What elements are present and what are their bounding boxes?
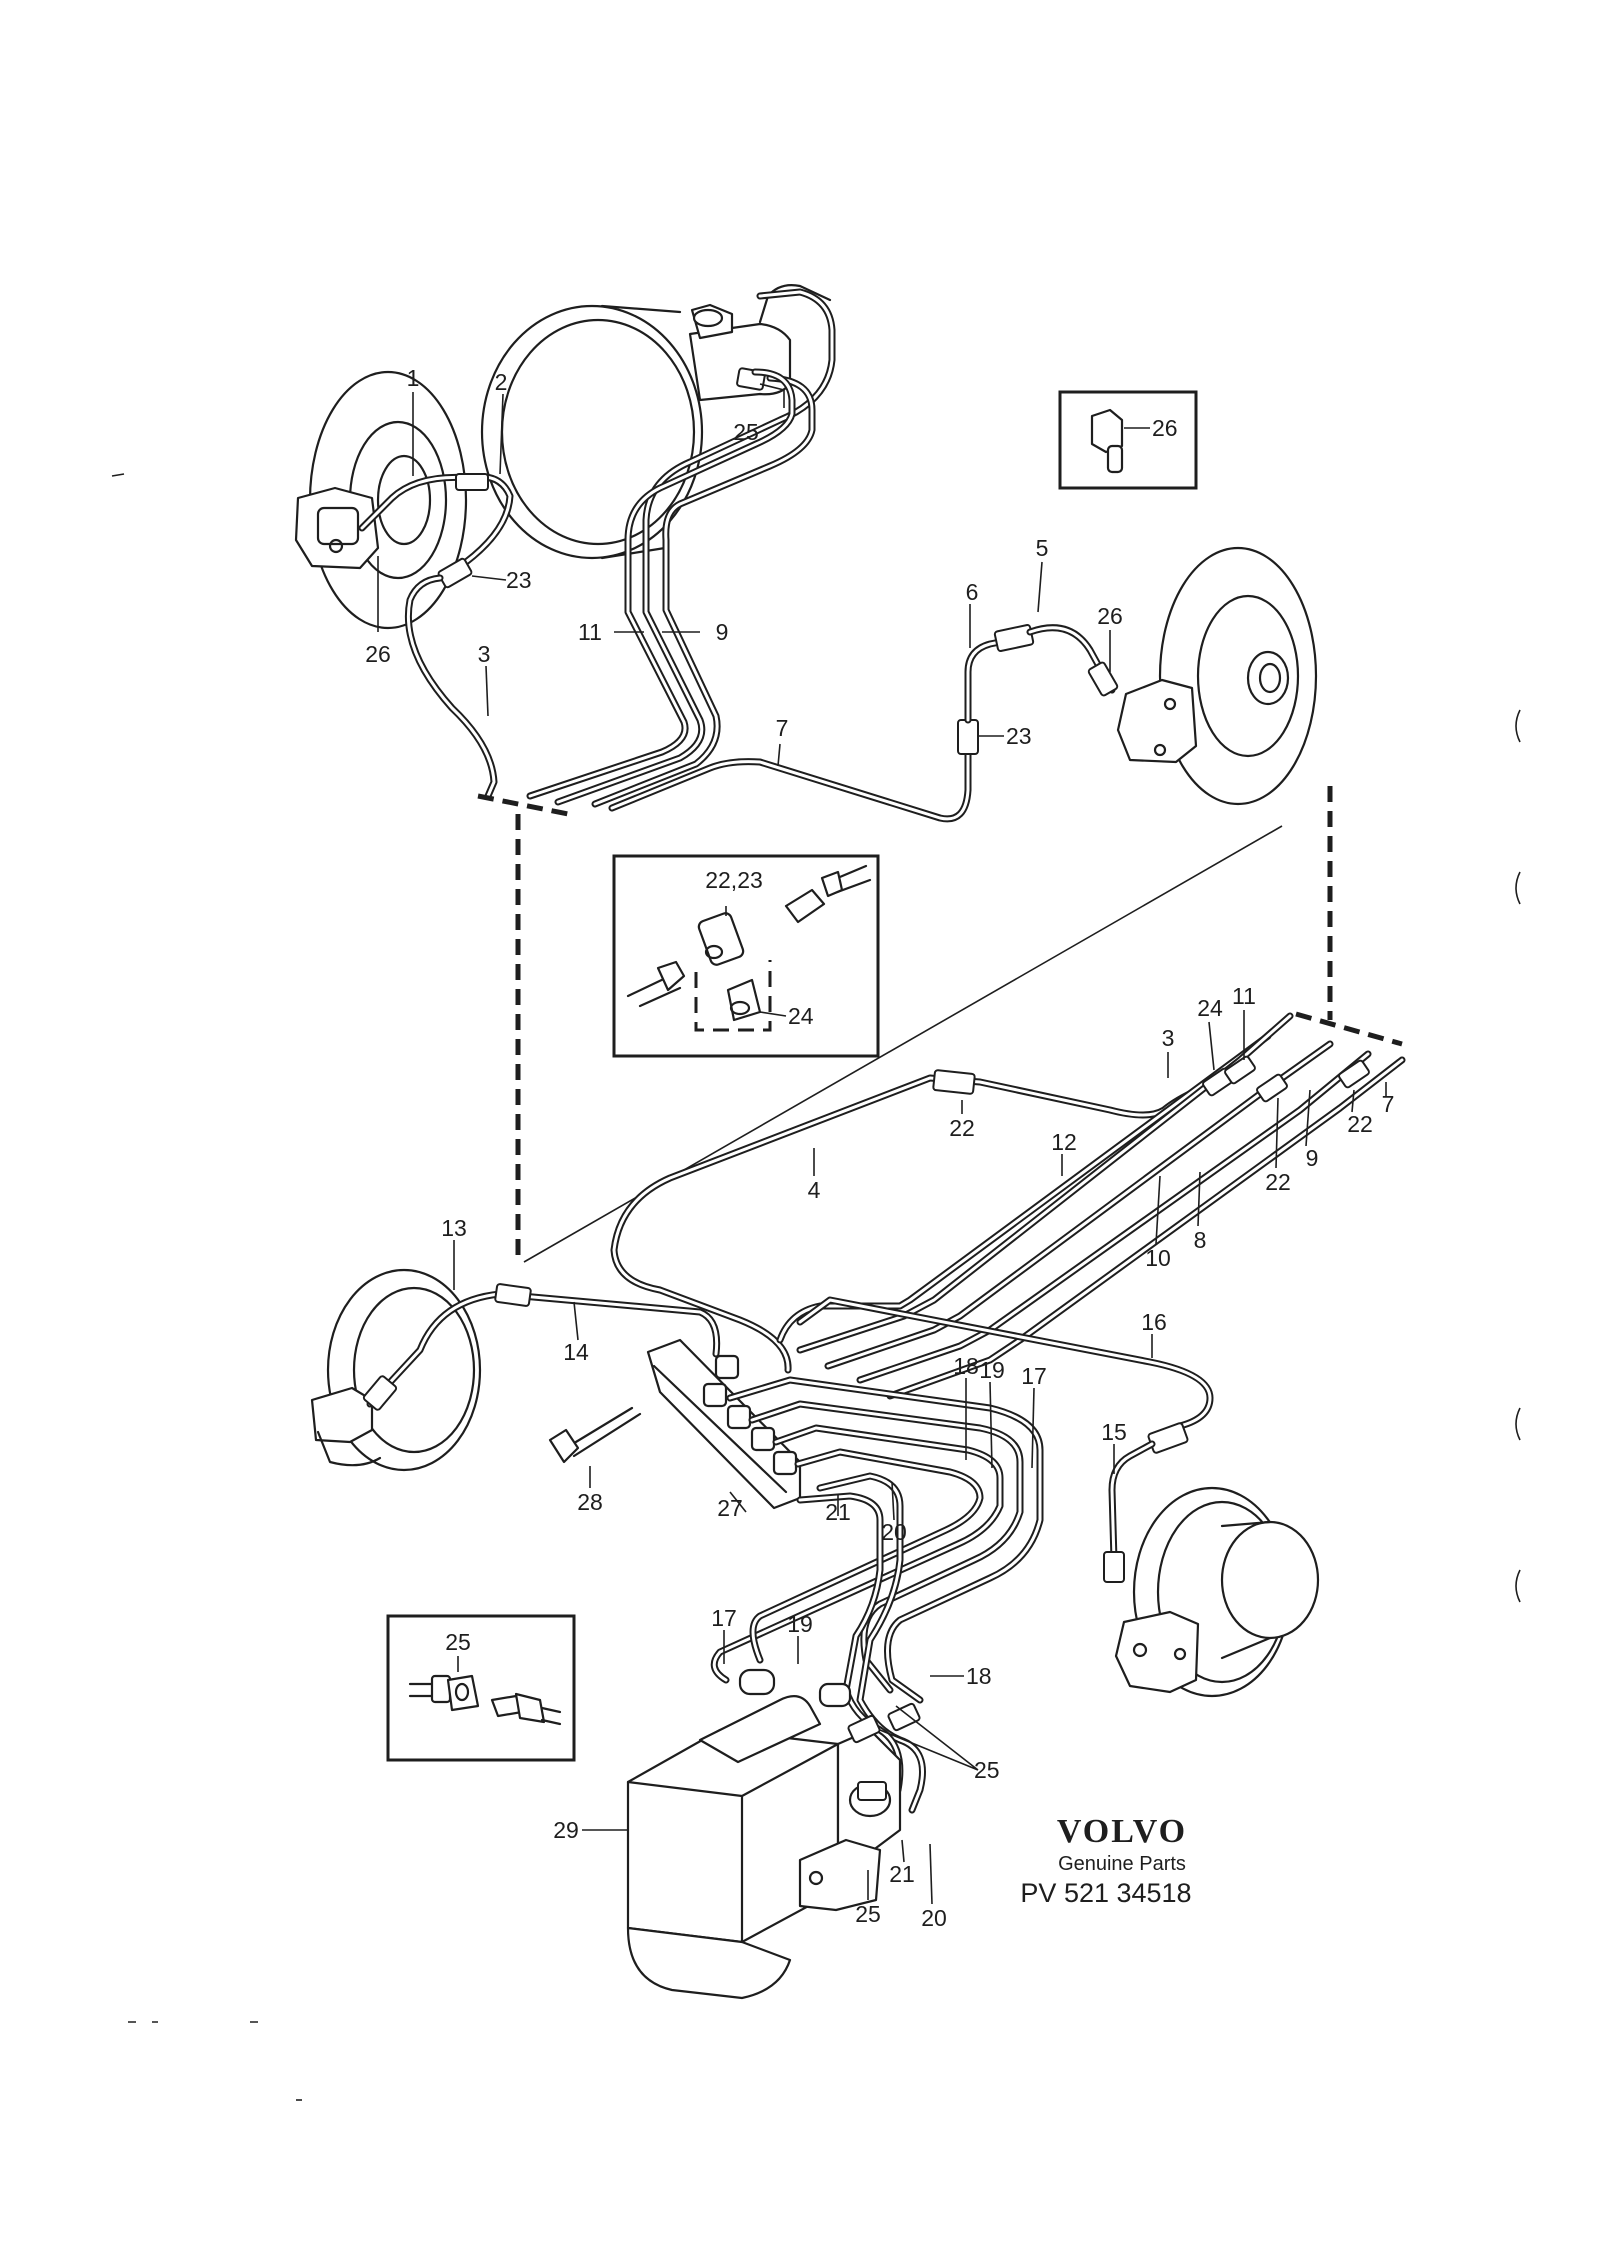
callout-21: 21 xyxy=(825,1499,851,1525)
callout-9: 9 xyxy=(1306,1145,1319,1171)
continuation-dashlines xyxy=(515,786,1403,1262)
callout-7: 7 xyxy=(776,715,789,741)
callout-21: 21 xyxy=(889,1861,915,1887)
callout-22: 22 xyxy=(949,1115,975,1141)
inset-connector-22-23-24 xyxy=(612,854,880,1058)
callout-22: 22 xyxy=(1347,1111,1373,1137)
callout-6: 6 xyxy=(966,579,979,605)
callout-5: 5 xyxy=(1036,535,1049,561)
callout-12: 12 xyxy=(1051,1129,1077,1155)
callout-25: 25 xyxy=(733,419,759,445)
rear-left-brake-drum xyxy=(310,1268,721,1472)
callout-8: 8 xyxy=(1194,1227,1207,1253)
brand-subtitle: Genuine Parts xyxy=(1058,1853,1186,1875)
callout-2: 2 xyxy=(495,369,508,395)
callout-9: 9 xyxy=(716,619,729,645)
callout-29: 29 xyxy=(553,1817,579,1843)
callout-23: 23 xyxy=(1006,723,1032,749)
rear-right-brake-drum xyxy=(1114,1486,1320,1698)
callout-19: 19 xyxy=(979,1357,1005,1383)
callout-22: 22 xyxy=(1265,1169,1291,1195)
part-number: PV 521 34518 xyxy=(1020,1878,1191,1908)
callout-26: 26 xyxy=(1152,415,1178,441)
callout-13: 13 xyxy=(441,1215,467,1241)
callout-28: 28 xyxy=(577,1489,603,1515)
front-left-brake-disc xyxy=(294,370,474,630)
callout-4: 4 xyxy=(808,1177,821,1203)
callout-11: 11 xyxy=(1232,983,1256,1009)
callout-26: 26 xyxy=(365,641,391,667)
callout-10: 10 xyxy=(1145,1245,1171,1271)
callout-24: 24 xyxy=(1197,995,1223,1021)
callout-labels: 1 2 25 26 23 3 11 9 26 5 6 26 7 23 22,23… xyxy=(365,365,1394,1931)
callout-16: 16 xyxy=(1141,1309,1167,1335)
callout-18: 18 xyxy=(966,1663,992,1689)
callout-27: 27 xyxy=(717,1495,743,1521)
inset-fitting-25 xyxy=(386,1614,576,1762)
pipes-11-9 xyxy=(526,288,836,808)
callout-20: 20 xyxy=(921,1905,947,1931)
callout-25: 25 xyxy=(855,1901,881,1927)
callout-leaders xyxy=(377,383,1387,1905)
callout-20: 20 xyxy=(881,1519,907,1545)
bolt-28 xyxy=(548,1406,642,1464)
pressure-modulator xyxy=(626,1668,921,2000)
pipes-to-modulator xyxy=(710,1376,1044,1814)
front-right-brake-disc xyxy=(1116,546,1318,806)
margin-marks xyxy=(111,473,1521,2101)
pipe-7-and-6 xyxy=(608,624,1119,823)
callout-17: 17 xyxy=(1021,1363,1047,1389)
brand-name: VOLVO xyxy=(1057,1813,1187,1850)
callout-1: 1 xyxy=(407,365,420,391)
callout-17: 17 xyxy=(711,1605,737,1631)
callout-7: 7 xyxy=(1382,1091,1395,1117)
callout-14: 14 xyxy=(563,1339,589,1365)
callout-3: 3 xyxy=(478,641,491,667)
callout-24: 24 xyxy=(788,1003,814,1029)
callout-26: 26 xyxy=(1097,603,1123,629)
callout-25: 25 xyxy=(974,1757,1000,1783)
callout-25: 25 xyxy=(445,1629,471,1655)
junction-bracket xyxy=(646,1338,802,1510)
volvo-branding: VOLVO Genuine Parts PV 521 34518 xyxy=(1020,1813,1191,1908)
callout-22-23: 22,23 xyxy=(705,867,763,893)
callout-15: 15 xyxy=(1101,1419,1127,1445)
pipes-2-3 xyxy=(404,473,514,800)
callout-18: 18 xyxy=(953,1353,979,1379)
callout-3: 3 xyxy=(1162,1025,1175,1051)
lower-bundle-pipes xyxy=(610,1012,1406,1583)
callout-19: 19 xyxy=(787,1611,813,1637)
callout-23: 23 xyxy=(506,567,532,593)
top-connector-dashline xyxy=(477,793,569,817)
inset-fitting-26 xyxy=(1058,390,1198,490)
callout-11: 11 xyxy=(578,619,602,645)
